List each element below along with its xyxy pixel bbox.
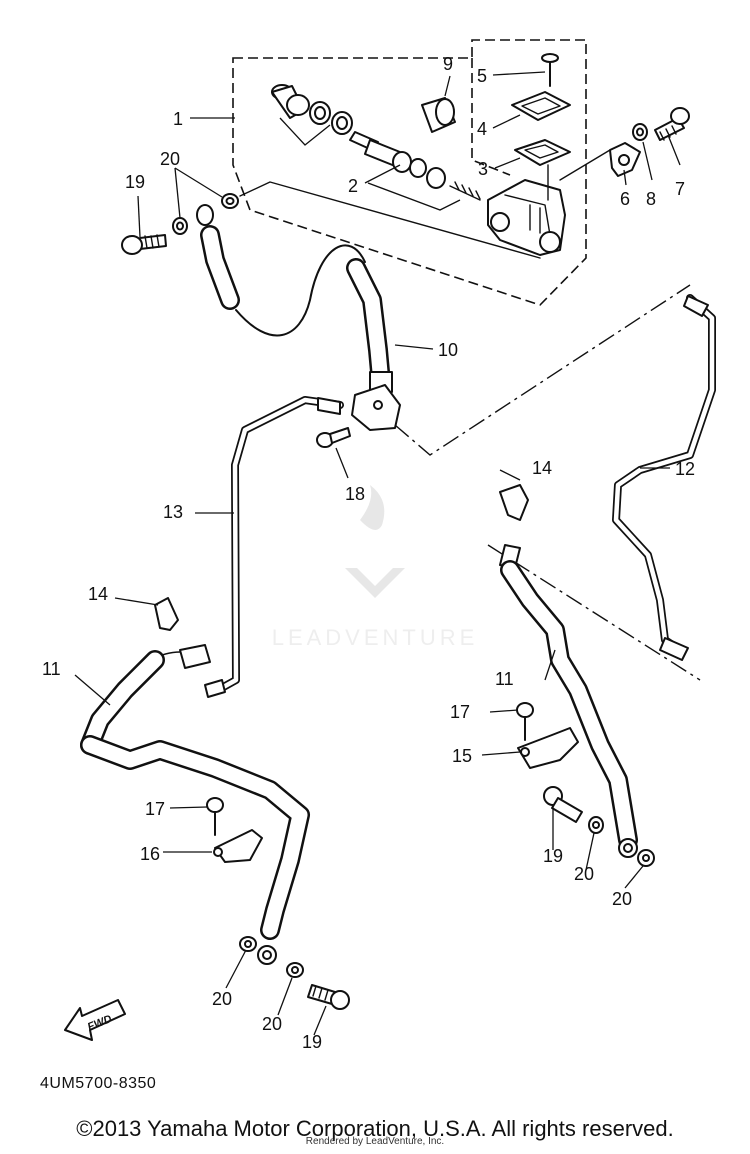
right-bracket-bolt <box>516 702 534 741</box>
brake-pipe-right <box>612 294 716 661</box>
master-cylinder-group-outline <box>232 39 587 306</box>
left-hose-bracket <box>213 829 263 863</box>
left-lower-washer-1 <box>239 936 257 952</box>
upper-copper-washer-1 <box>172 217 188 235</box>
holder-assembly-line <box>559 149 611 181</box>
part-number-11-right: 11 <box>495 669 514 689</box>
watermark-text: LEADVENTURE <box>272 625 479 650</box>
part-number-17: 17 <box>145 799 165 819</box>
part-number-14: 14 <box>88 584 108 604</box>
master-cylinder-body <box>487 179 566 256</box>
left-front-brake-hose <box>80 644 310 965</box>
joint-bolt <box>316 427 351 448</box>
left-hose-clip <box>154 597 179 631</box>
pipe-right-assembly-line <box>394 284 691 456</box>
part-number-19: 19 <box>125 172 145 192</box>
part-number-13: 13 <box>163 502 183 522</box>
left-bracket-bolt <box>206 797 224 836</box>
pipe-right-lower-assembly-line <box>487 544 701 681</box>
part-number-14-right: 14 <box>532 458 552 478</box>
forward-arrow: FWD <box>64 999 126 1041</box>
dust-boot <box>421 97 456 133</box>
part-number-19-lower: 19 <box>302 1032 322 1052</box>
part-number-1: 1 <box>173 109 183 129</box>
right-washer-2 <box>637 849 655 867</box>
brake-pipe-left <box>204 396 344 698</box>
watermark-logo: LEADVENTURE <box>272 485 479 650</box>
master-cylinder-kit <box>271 84 481 201</box>
part-number-19-right: 19 <box>543 846 563 866</box>
left-lower-banjo-bolt <box>307 984 350 1010</box>
part-number-20-right-b: 20 <box>612 889 632 909</box>
upper-banjo-bolt <box>121 234 167 255</box>
part-number-11: 11 <box>42 659 61 679</box>
right-banjo-bolt <box>543 786 583 823</box>
part-number-4: 4 <box>477 119 487 139</box>
part-number-17-right: 17 <box>450 702 470 722</box>
right-washer-1 <box>588 816 604 834</box>
rendered-by-notice: Rendered by LeadVenture, Inc. <box>305 1136 445 1147</box>
holder-washer <box>632 123 648 141</box>
part-number-labels: 1 2 3 4 5 6 7 8 9 10 11 12 13 14 15 16 1… <box>42 54 695 1052</box>
part-number-8: 8 <box>646 189 656 209</box>
part-number-20-right-a: 20 <box>574 864 594 884</box>
part-number-18: 18 <box>345 484 365 504</box>
hose-assembly-line <box>239 181 541 259</box>
reservoir-cap <box>511 91 571 121</box>
part-number-15: 15 <box>452 746 472 766</box>
left-lower-washer-2 <box>286 962 304 978</box>
copyright-notice: ©2013 Yamaha Motor Corporation, U.S.A. A… <box>76 1116 674 1141</box>
right-hose-bracket <box>517 727 579 769</box>
brake-hose-joint <box>351 384 401 431</box>
part-number-20: 20 <box>160 149 180 169</box>
master-cylinder-holder <box>609 142 641 177</box>
part-number-7: 7 <box>675 179 685 199</box>
right-front-brake-hose <box>499 544 638 858</box>
part-number-20-lower-b: 20 <box>262 1014 282 1034</box>
part-number-9: 9 <box>443 54 453 74</box>
diagram-code: 4UM5700-8350 <box>40 1075 156 1092</box>
part-number-10: 10 <box>438 340 458 360</box>
part-number-2: 2 <box>348 176 358 196</box>
part-number-20-lower-a: 20 <box>212 989 232 1009</box>
upper-copper-washer-2 <box>221 193 239 209</box>
part-number-12: 12 <box>675 459 695 479</box>
reservoir-diaphragm <box>514 139 571 166</box>
leader-lines <box>74 71 681 1036</box>
reservoir-cap-group-outline <box>471 58 511 176</box>
right-hose-clip <box>499 484 529 521</box>
part-number-6: 6 <box>620 189 630 209</box>
holder-bolt <box>654 107 690 141</box>
part-number-5: 5 <box>477 66 487 86</box>
part-number-16: 16 <box>140 844 160 864</box>
part-number-3: 3 <box>478 159 488 179</box>
upper-brake-hose <box>196 204 393 393</box>
reservoir-screw <box>541 53 559 87</box>
